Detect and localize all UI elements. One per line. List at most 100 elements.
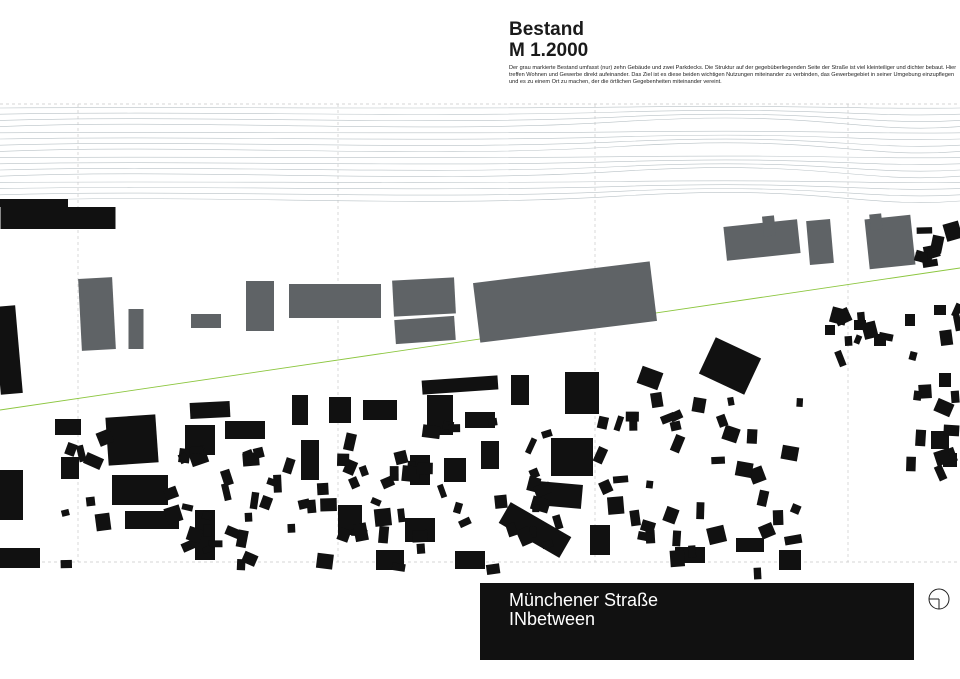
surrounding-building [252, 446, 265, 460]
surrounding-building [412, 529, 428, 543]
surrounding-building [540, 429, 553, 439]
surrounding-building [342, 432, 357, 452]
surrounding-building [672, 530, 682, 547]
surrounding-building [734, 460, 754, 479]
surrounding-building [185, 525, 204, 544]
surrounding-building [772, 510, 784, 526]
surrounding-building [282, 457, 296, 475]
surrounding-building [780, 444, 800, 462]
existing-building [806, 219, 834, 265]
surrounding-building [691, 396, 707, 414]
existing-building [392, 277, 456, 317]
surrounding-building [208, 540, 223, 548]
surrounding-building [389, 466, 399, 481]
surrounding-building [244, 512, 253, 522]
existing-building [128, 309, 144, 349]
surrounding-building [363, 400, 397, 420]
surrounding-building [515, 526, 535, 547]
site-plan [0, 103, 960, 580]
rail-line [0, 192, 960, 203]
railway-tracks [0, 106, 960, 203]
surrounding-building [565, 372, 599, 414]
surrounding-building [287, 523, 296, 533]
surrounding-building [853, 334, 863, 345]
surrounding-building [219, 468, 234, 487]
surrounding-building [629, 509, 641, 527]
surrounding-building [60, 508, 70, 517]
surrounding-building [908, 350, 918, 362]
surrounding-building [783, 534, 803, 546]
project-name: Münchener Straße [509, 590, 659, 610]
surrounding-building [494, 494, 508, 509]
surrounding-building [163, 504, 184, 525]
surrounding-building [789, 503, 802, 515]
surrounding-building [397, 508, 406, 523]
surrounding-building [721, 424, 741, 444]
surrounding-building [0, 470, 23, 520]
surrounding-building [421, 424, 441, 440]
surrounding-building [393, 449, 409, 466]
surrounding-building [0, 305, 23, 395]
surrounding-building [905, 314, 915, 326]
existing-building [723, 219, 801, 261]
surrounding-building [669, 433, 686, 454]
project-subtitle: INbetween [509, 609, 596, 629]
surrounding-building [596, 415, 610, 430]
rail-line [0, 134, 960, 141]
surrounding-building [933, 448, 952, 467]
surrounding-building [465, 412, 495, 428]
surrounding-building [757, 521, 777, 540]
surrounding-building [391, 562, 406, 572]
rail-line [0, 106, 960, 109]
north-arrow-icon [928, 588, 950, 610]
surrounding-building [952, 314, 960, 332]
surrounding-building [942, 220, 960, 242]
surrounding-building [448, 424, 461, 433]
surrounding-building [75, 444, 87, 463]
surrounding-building [943, 424, 960, 437]
surrounding-building [61, 457, 79, 479]
surrounding-building [528, 467, 541, 480]
surrounding-building [481, 441, 499, 469]
existing-building [394, 315, 456, 345]
surrounding-building [225, 421, 265, 439]
plan-title: Bestand [509, 19, 584, 40]
surrounding-building [636, 365, 664, 391]
surrounding-building [373, 507, 393, 527]
surrounding-building [249, 491, 260, 510]
rail-line [0, 113, 960, 122]
surrounding-building [60, 559, 73, 569]
surrounding-building [201, 545, 212, 555]
surrounding-building [485, 563, 501, 575]
surrounding-building [82, 452, 105, 470]
surrounding-building [637, 530, 653, 543]
surrounding-building [939, 329, 954, 347]
surrounding-building [416, 543, 426, 555]
surrounding-building [532, 481, 553, 498]
surrounding-building [258, 495, 274, 511]
surrounding-building [746, 429, 758, 444]
surrounding-building [612, 475, 629, 484]
surrounding-building [352, 522, 369, 543]
surrounding-building [292, 395, 308, 425]
existing-building [761, 215, 777, 237]
surrounding-building [316, 482, 329, 496]
surrounding-building [203, 524, 212, 537]
surrounding-building [163, 485, 180, 501]
existing-building [191, 314, 221, 328]
surrounding-building [856, 311, 866, 321]
plan-description: Der grau markierte Bestand umfasst (nur)… [509, 65, 957, 85]
surrounding-building [329, 397, 351, 423]
surrounding-building [458, 516, 472, 529]
surrounding-building [541, 539, 554, 550]
rail-line [0, 167, 960, 179]
surrounding-building [189, 446, 204, 455]
surrounding-building [645, 480, 654, 489]
surrounding-building [779, 550, 801, 570]
surrounding-building [662, 505, 680, 525]
rail-line [0, 138, 960, 147]
surrounding-building [950, 390, 960, 404]
surrounding-building [951, 302, 960, 318]
surrounding-building [224, 525, 242, 540]
surrounding-building [590, 525, 610, 555]
